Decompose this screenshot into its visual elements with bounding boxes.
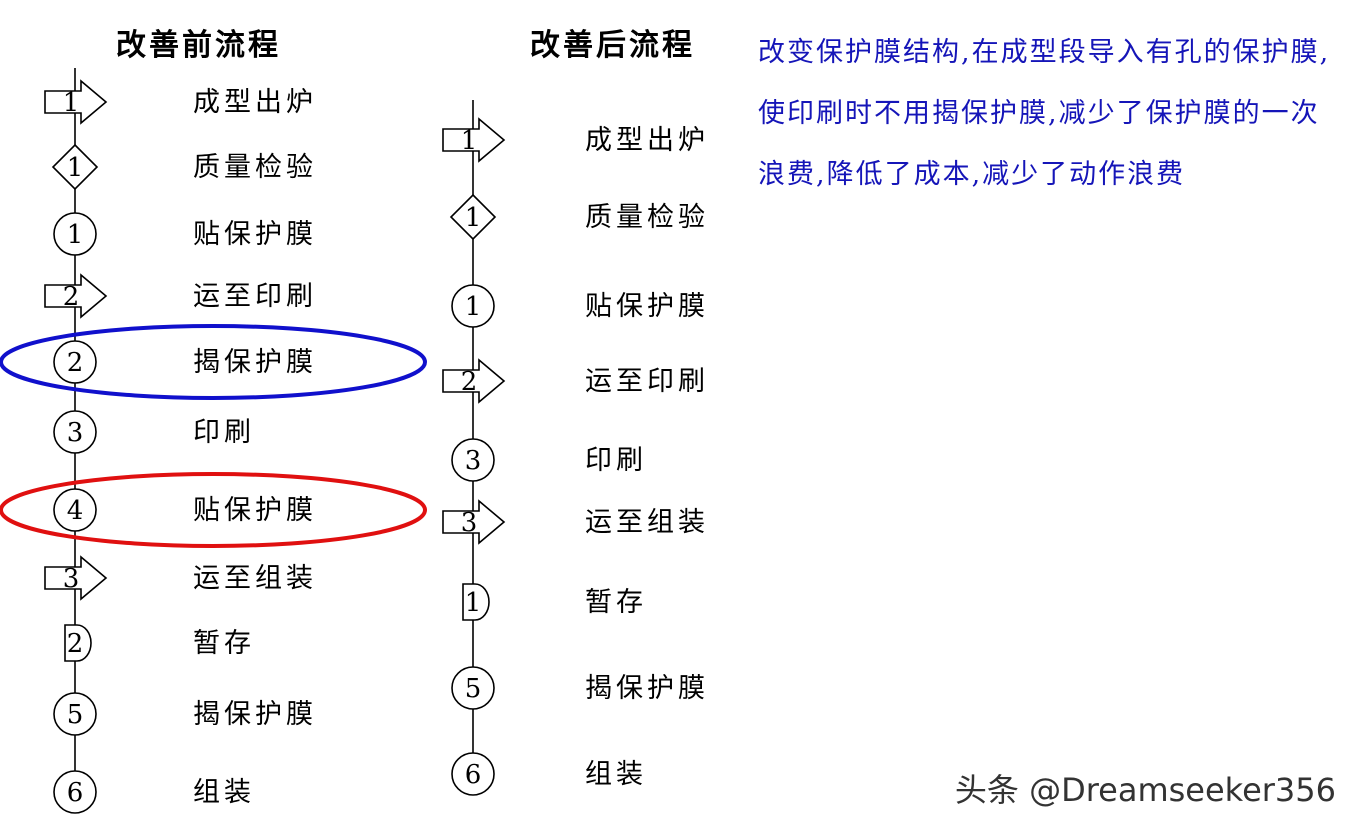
transport-arrow-icon [442, 499, 506, 545]
watermark: 头条 @Dreamseeker356 [954, 771, 1336, 809]
operation-circle-icon [53, 340, 97, 384]
step-label: 贴保护膜 [193, 219, 317, 250]
flow-step: 3 印刷 [53, 410, 255, 454]
step-number: 1 [465, 292, 482, 322]
transport-arrow-icon [442, 117, 506, 163]
flow-step: 1 质量检验 [449, 193, 709, 241]
step-number: 1 [67, 220, 84, 250]
operation-circle-icon [53, 770, 97, 814]
step-label: 贴保护膜 [585, 291, 709, 322]
flow-step: 5 揭保护膜 [451, 666, 709, 710]
step-label: 揭保护膜 [585, 673, 709, 704]
step-number: 1 [465, 203, 482, 233]
step-label: 质量检验 [585, 202, 709, 233]
flow-step: 2 运至印刷 [44, 273, 317, 319]
transport-arrow-icon [44, 79, 108, 125]
step-label: 运至组装 [585, 507, 709, 538]
operation-circle-icon [53, 410, 97, 454]
step-label: 组装 [193, 777, 255, 808]
operation-circle-icon [53, 692, 97, 736]
flow-step: 2 运至印刷 [442, 358, 709, 404]
step-number: 1 [67, 153, 84, 183]
flow-step: 4 贴保护膜 [0, 472, 427, 548]
step-label: 运至印刷 [193, 281, 317, 312]
highlight-ellipse [0, 324, 427, 400]
inspection-diamond-icon [51, 143, 99, 191]
step-label: 贴保护膜 [193, 495, 317, 526]
flow-step: 1 成型出炉 [44, 79, 317, 125]
transport-arrow-icon [44, 555, 108, 601]
step-number: 3 [465, 446, 482, 476]
operation-circle-icon [451, 752, 495, 796]
inspection-diamond-icon [449, 193, 497, 241]
operation-circle-icon [53, 212, 97, 256]
after-flow-chart: 1 成型出炉 1 质量检验 1 贴保护膜 2 运至印刷 3 印刷 3 运至组装 1 暂存 5 揭保护膜 6 组装 [442, 100, 709, 796]
step-number: 3 [461, 508, 478, 538]
step-number: 3 [67, 418, 84, 448]
step-label: 暂存 [193, 628, 255, 659]
step-number: 6 [67, 778, 84, 808]
flow-step: 2 暂存 [64, 624, 255, 662]
flow-step: 3 运至组装 [442, 499, 709, 545]
improvement-note: 改变保护膜结构,在成型段导入有孔的保护膜,使印刷时不用揭保护膜,减少了保护膜的一… [758, 37, 1331, 190]
step-number: 5 [67, 700, 84, 730]
step-label: 成型出炉 [585, 125, 709, 156]
operation-circle-icon [451, 284, 495, 328]
flow-step: 6 组装 [53, 770, 255, 814]
step-label: 成型出炉 [193, 87, 317, 118]
flow-step: 3 运至组装 [44, 555, 317, 601]
flow-step: 1 暂存 [462, 583, 647, 621]
step-number: 5 [465, 674, 482, 704]
flow-step: 3 印刷 [451, 438, 647, 482]
before-heading: 改善前流程 [116, 28, 281, 63]
step-label: 运至组装 [193, 563, 317, 594]
after-heading: 改善后流程 [530, 28, 695, 63]
operation-circle-icon [53, 488, 97, 532]
operation-circle-icon [451, 438, 495, 482]
flow-step: 1 成型出炉 [442, 117, 709, 163]
transport-arrow-icon [44, 273, 108, 319]
step-label: 印刷 [193, 417, 255, 448]
delay-d-icon [64, 624, 92, 662]
step-label: 质量检验 [193, 152, 317, 183]
step-number: 3 [63, 564, 80, 594]
step-number: 1 [465, 588, 482, 618]
flow-step: 1 贴保护膜 [53, 212, 317, 256]
flow-step: 6 组装 [451, 752, 647, 796]
delay-d-icon [462, 583, 490, 621]
step-number: 4 [67, 496, 84, 526]
step-number: 1 [63, 88, 80, 118]
step-number: 2 [67, 629, 84, 659]
flow-step: 2 揭保护膜 [0, 324, 427, 400]
step-label: 运至印刷 [585, 366, 709, 397]
flow-step: 1 质量检验 [51, 143, 317, 191]
flow-step: 1 贴保护膜 [451, 284, 709, 328]
step-number: 2 [67, 348, 84, 378]
highlight-ellipse [0, 472, 427, 548]
step-number: 2 [63, 282, 80, 312]
operation-circle-icon [451, 666, 495, 710]
step-number: 1 [461, 126, 478, 156]
step-label: 印刷 [585, 445, 647, 476]
step-label: 揭保护膜 [193, 699, 317, 730]
step-label: 组装 [585, 759, 647, 790]
step-number: 6 [465, 760, 482, 790]
step-number: 2 [461, 367, 478, 397]
step-label: 揭保护膜 [193, 347, 317, 378]
transport-arrow-icon [442, 358, 506, 404]
before-flow-chart: 1 成型出炉 1 质量检验 1 贴保护膜 2 运至印刷 2 揭保护膜 3 印刷 4 贴保护膜 3 运至组装 2 暂… [0, 68, 427, 814]
flow-step: 5 揭保护膜 [53, 692, 317, 736]
step-label: 暂存 [585, 587, 647, 618]
